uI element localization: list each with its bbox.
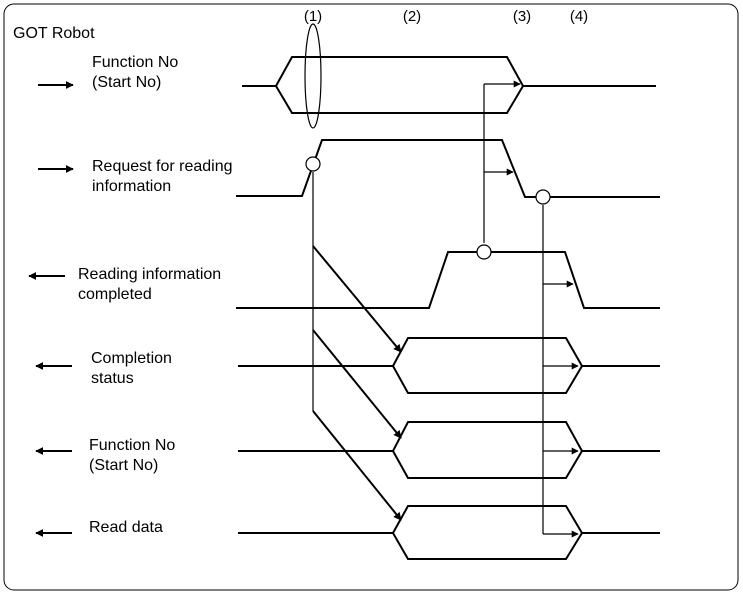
signal-label-request-sub: information: [92, 178, 171, 195]
signal-label-request: Request for reading: [92, 158, 233, 175]
signal-label-reading-completed-sub: completed: [78, 286, 152, 303]
step-label-2: (2): [403, 8, 421, 25]
signal-label-completion-status-sub: status: [91, 370, 134, 387]
signal-label-function-no-in: Function No: [92, 54, 178, 71]
waveform-request: [236, 139, 660, 198]
diagram-frame: [3, 3, 739, 591]
signal-label-completion-status: Completion: [91, 350, 172, 367]
step-label-1: (1): [304, 8, 322, 25]
signal-label-function-no-out: Function No: [89, 437, 175, 454]
title-label: GOT Robot: [13, 25, 95, 42]
step-1-marker-ellipse: [304, 23, 322, 129]
waveform-completion-status: [238, 337, 660, 394]
connection-dot-request-fall: [535, 189, 551, 205]
step-label-4: (4): [570, 8, 588, 25]
waveform-function-no-in: [242, 56, 656, 114]
waveform-function-no-out: [238, 421, 660, 479]
causal-arrow-read-data: [312, 410, 402, 521]
signal-label-read-data: Read data: [89, 519, 163, 536]
signal-label-function-no-out-sub: (Start No): [89, 457, 158, 474]
step-label-3: (3): [513, 8, 531, 25]
signal-label-function-no-in-sub: (Start No): [92, 74, 161, 91]
connection-dot-reading-completed: [476, 244, 492, 260]
causal-arrow-function-no-out: [312, 329, 402, 439]
connection-dot-request-rise: [305, 156, 321, 172]
signal-label-reading-completed: Reading information: [78, 266, 221, 283]
waveform-reading-completed: [236, 251, 660, 309]
waveform-read-data: [238, 505, 660, 560]
causal-arrow-completion-status: [312, 245, 402, 353]
